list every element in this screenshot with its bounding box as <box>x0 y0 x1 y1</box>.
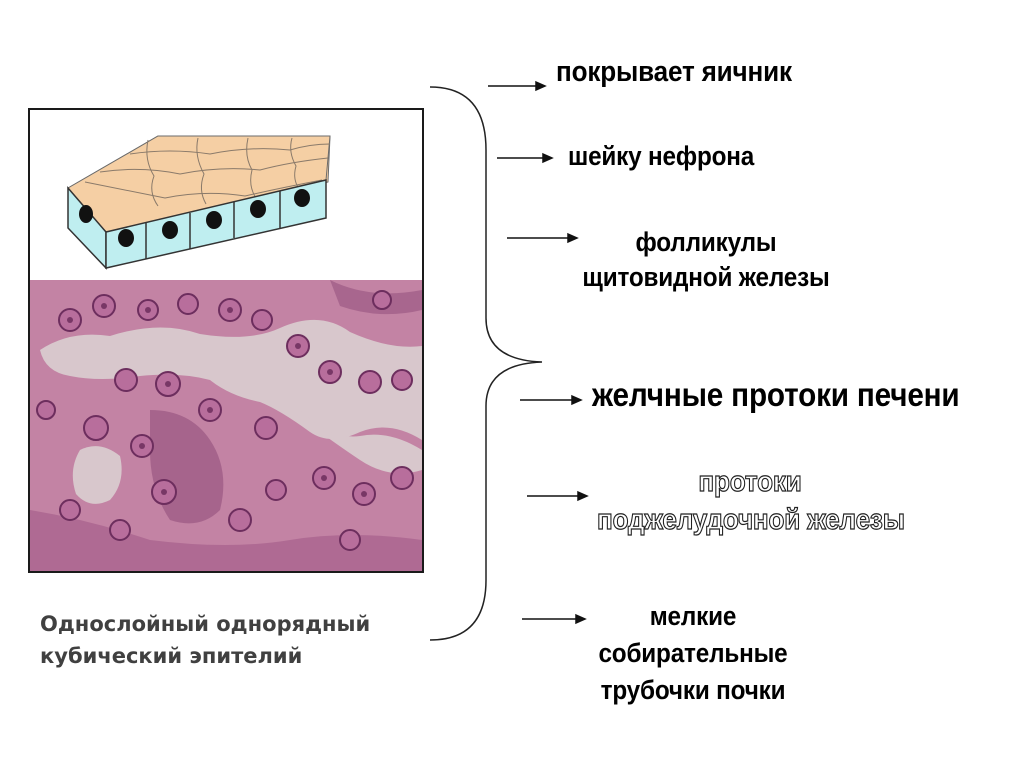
label-thyroid-line-1: фолликулы <box>635 227 777 257</box>
label-kidney-line-2: собирательные <box>598 638 788 668</box>
label-kidney: мелкие собирательные трубочки почки <box>563 598 824 709</box>
arrow-pancreas <box>527 490 589 502</box>
label-kidney-line-1: мелкие <box>649 601 737 631</box>
arrow-nephron <box>497 152 554 164</box>
arrow-kidney <box>522 613 587 625</box>
label-ovary: покрывает яичник <box>556 56 792 88</box>
label-pancreas-line-1: протоки <box>698 465 802 498</box>
arrow-ovary <box>488 80 547 92</box>
label-pancreas: протоки поджелудочной железы <box>596 463 905 539</box>
epithelium-figure <box>28 108 424 573</box>
label-thyroid-line-2: щитовидной железы <box>582 262 830 292</box>
label-thyroid: фолликулы щитовидной железы <box>571 225 841 295</box>
caption-line-1: Однослойный однорядный <box>40 612 371 636</box>
caption-line-2: кубический эпителий <box>40 644 303 668</box>
curly-brace <box>429 86 543 641</box>
label-kidney-line-3: трубочки почки <box>600 675 786 705</box>
figure-caption: Однослойный однорядный кубический эпител… <box>40 608 370 672</box>
epithelium-illustration <box>30 135 422 571</box>
arrow-thyroid <box>507 232 579 244</box>
histology-micrograph <box>30 280 422 571</box>
label-pancreas-line-2: поджелудочной железы <box>596 503 905 536</box>
label-liver: желчные протоки печени <box>592 376 960 413</box>
cuboidal-cells-schematic <box>67 135 331 270</box>
arrow-liver <box>520 394 583 406</box>
label-nephron: шейку нефрона <box>568 141 755 171</box>
